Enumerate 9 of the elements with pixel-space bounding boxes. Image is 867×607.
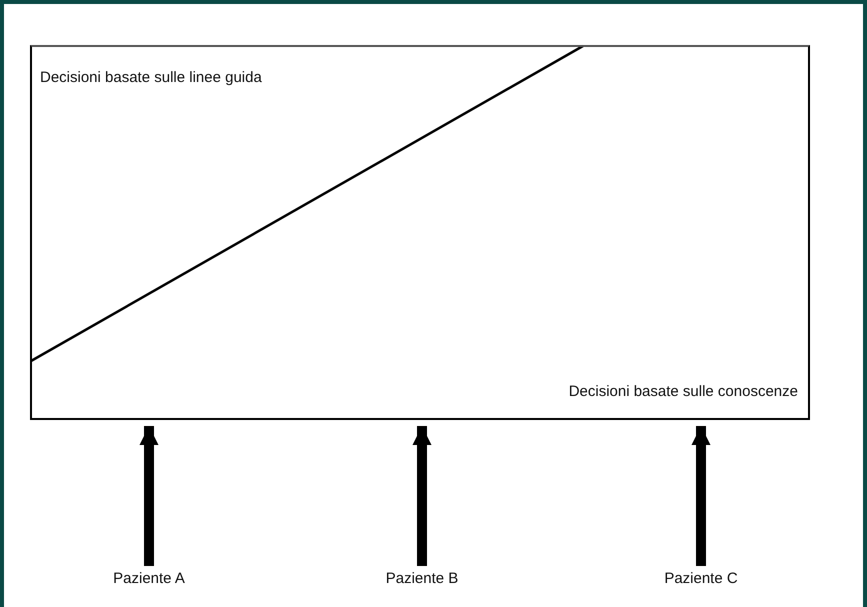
- arrow: [140, 426, 158, 566]
- patient-label: Paziente C: [646, 570, 756, 592]
- patient-label: Paziente B: [367, 570, 477, 592]
- decision-box: [30, 45, 810, 420]
- patient-label: Paziente A: [94, 570, 204, 592]
- arrow: [692, 426, 710, 566]
- region-label: Decisioni basate sulle conoscenze: [568, 383, 798, 400]
- arrow: [412, 426, 432, 566]
- region-label: Decisioni basate sulle linee guida: [40, 69, 262, 86]
